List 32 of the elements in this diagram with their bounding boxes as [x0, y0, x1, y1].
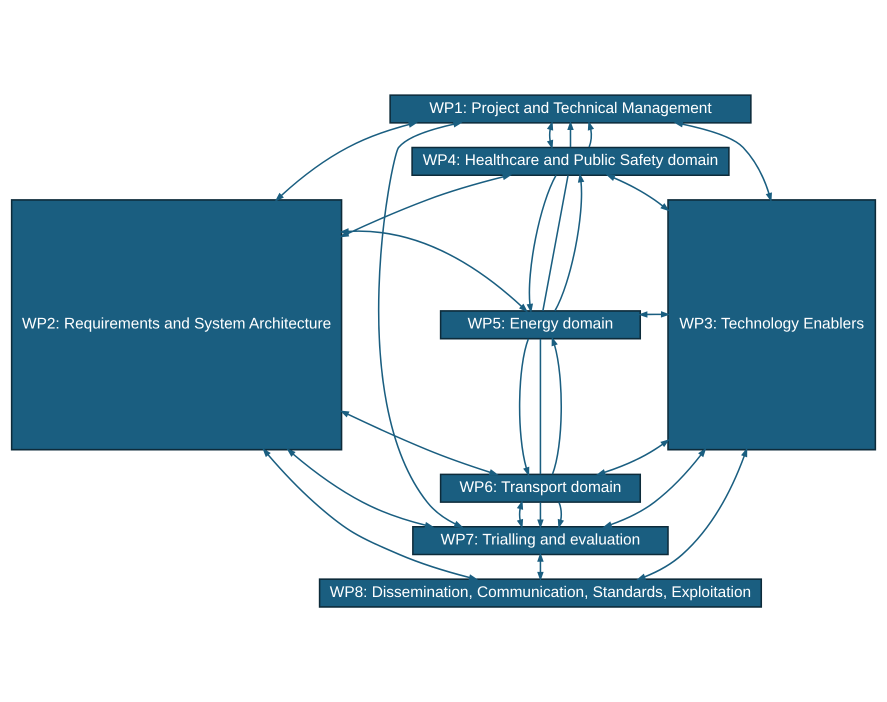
- arrow: [340, 410, 499, 476]
- arrow: [554, 173, 584, 312]
- arrow: [552, 336, 562, 474]
- arrow: [606, 174, 670, 212]
- arrow: [526, 175, 557, 314]
- node-box: WP6: Transport domain: [440, 474, 642, 503]
- arrow: [558, 502, 564, 529]
- arrow: [602, 448, 706, 528]
- node-box: WP2: Requirements and System Architecture: [10, 199, 342, 450]
- arrow: [636, 448, 748, 580]
- arrow: [274, 121, 418, 202]
- arrow: [638, 311, 670, 318]
- connector: [540, 338, 542, 474]
- arrow: [546, 120, 554, 150]
- node-box: WP3: Technology Enablers: [667, 199, 876, 450]
- node-box: WP1: Project and Technical Management: [389, 94, 752, 124]
- arrow: [516, 500, 524, 529]
- arrow: [674, 121, 772, 202]
- arrow: [588, 120, 594, 148]
- arrow: [537, 502, 544, 529]
- arrow: [537, 552, 544, 582]
- arrow: [567, 120, 574, 148]
- arrow: [378, 121, 464, 528]
- node-box: WP7: Trialling and evaluation: [412, 526, 669, 556]
- arrow: [286, 448, 434, 528]
- node-box: WP8: Dissemination, Communication, Standards, Exploitation: [318, 578, 762, 608]
- arrow: [518, 338, 530, 476]
- node-box: WP5: Energy domain: [440, 310, 642, 340]
- arrow: [596, 439, 670, 476]
- arrow: [262, 448, 478, 581]
- connector: [542, 175, 569, 311]
- node-box: WP4: Healthcare and Public Safety domain: [411, 146, 730, 176]
